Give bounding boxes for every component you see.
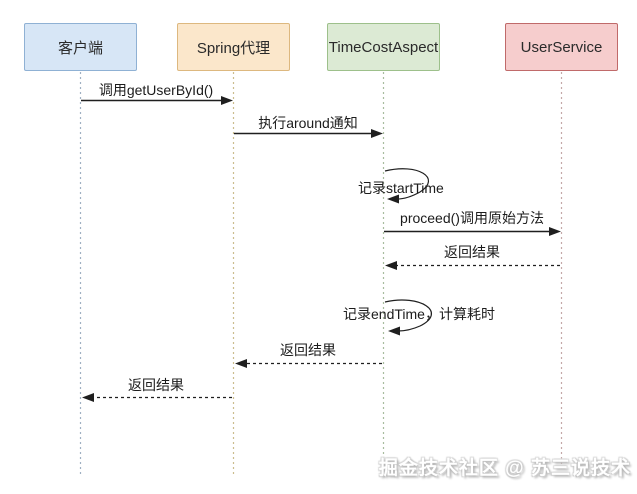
participant-spring-proxy: Spring代理 [177, 23, 290, 71]
message-label-call-getuserbyid: 调用getUserById() [98, 82, 214, 98]
participant-client-label: 客户端 [57, 39, 103, 57]
message-label-record-starttime: 记录startTime [358, 180, 444, 196]
arrowhead-around-advice [371, 129, 383, 138]
participant-timecost-aspect: TimeCostAspect [327, 23, 440, 71]
arrowhead-call-getuserbyid [221, 96, 233, 105]
message-label-record-endtime: 记录endTime，计算耗时 [343, 306, 495, 322]
participant-spring-proxy-label: Spring代理 [196, 39, 271, 57]
participant-user-service: UserService [505, 23, 618, 71]
arrowhead-return-to-aspect [385, 261, 397, 270]
message-label-return-to-client: 返回结果 [128, 377, 184, 393]
watermark-text: 掘金技术社区 @ 苏三说技术 [378, 458, 631, 479]
participant-timecost-aspect-label: TimeCostAspect [328, 38, 439, 56]
message-label-proceed-call: proceed()调用原始方法 [400, 210, 544, 226]
arrowhead-return-to-proxy [235, 359, 247, 368]
participant-client: 客户端 [24, 23, 137, 71]
arrowhead-proceed-call [549, 227, 561, 236]
participant-user-service-label: UserService [520, 38, 603, 56]
arrowhead-record-endtime [388, 326, 400, 336]
message-label-return-to-proxy: 返回结果 [280, 342, 336, 358]
arrowhead-return-to-client [82, 393, 94, 402]
message-label-return-to-aspect: 返回结果 [444, 244, 500, 260]
message-label-around-advice: 执行around通知 [258, 115, 358, 131]
